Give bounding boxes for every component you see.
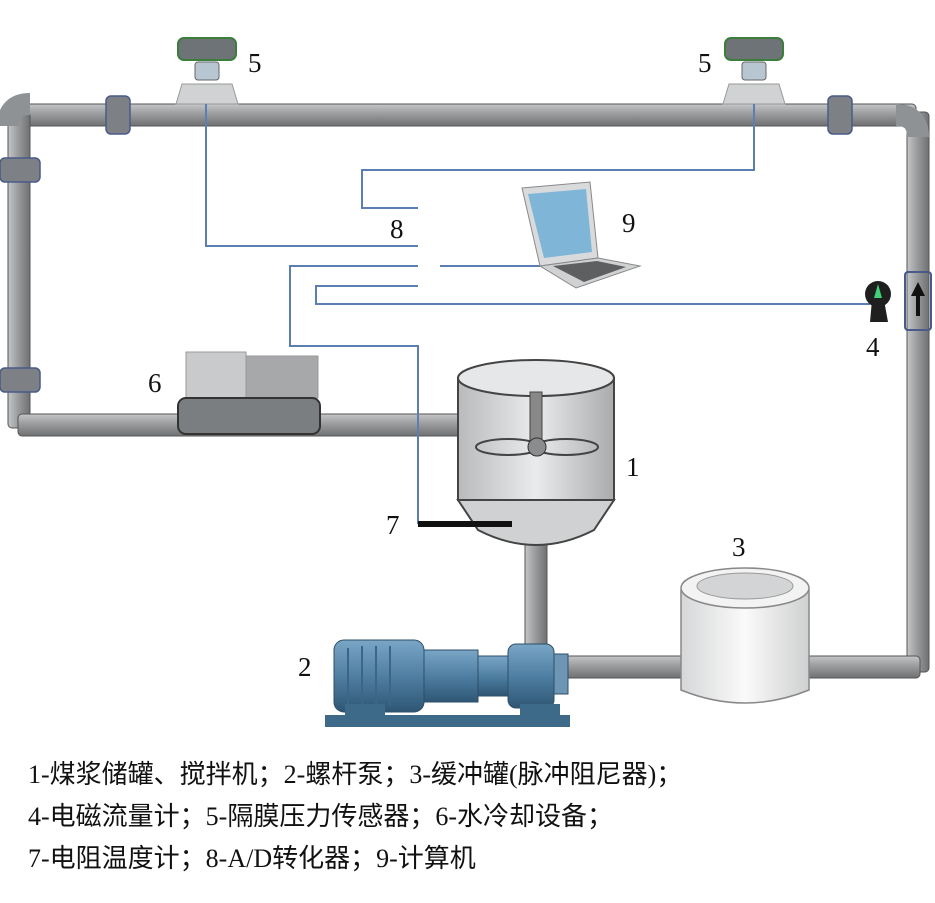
screw-pump	[325, 639, 570, 727]
pipe-flanges	[0, 95, 853, 393]
flowmeter	[865, 271, 932, 331]
pressure-sensor-right	[722, 37, 786, 105]
signal-wires	[205, 104, 870, 524]
legend-line-2: 4-电磁流量计；5-隔膜压力传感器；6-水冷却设备；	[28, 802, 613, 831]
label-cooler: 6	[148, 368, 162, 398]
label-ad-converter: 8	[390, 214, 404, 244]
laptop	[521, 181, 642, 289]
buffer-tank	[680, 567, 810, 704]
label-tank: 1	[626, 452, 640, 482]
legend-line-3: 7-电阻温度计；8-A/D转化器；9-计算机	[28, 844, 476, 873]
label-buffer: 3	[732, 532, 746, 562]
label-pump: 2	[298, 652, 312, 682]
label-thermometer: 7	[386, 510, 400, 540]
water-cooler	[177, 351, 321, 435]
pressure-sensor-left	[175, 37, 239, 105]
thermometer-probe	[418, 521, 512, 527]
label-sensor-right: 5	[698, 48, 712, 78]
storage-tank	[456, 359, 616, 546]
legend-line-1: 1-煤浆储罐、搅拌机；2-螺杆泵；3-缓冲罐(脉冲阻尼器)；	[28, 760, 683, 789]
label-sensor-left: 5	[248, 48, 262, 78]
label-computer: 9	[622, 208, 636, 238]
label-flowmeter: 4	[866, 332, 880, 362]
